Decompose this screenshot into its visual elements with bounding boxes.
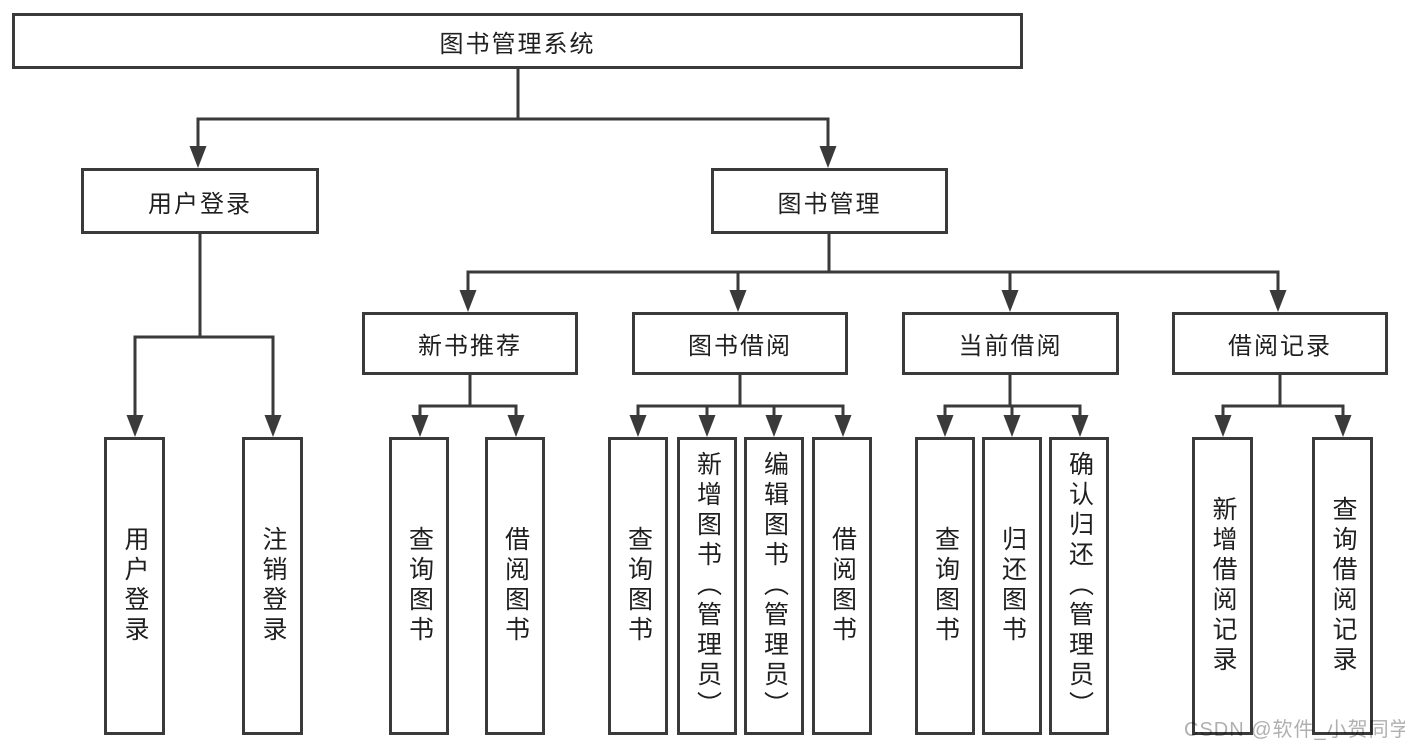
node-label: 查询图书 <box>405 526 434 646</box>
node-label: 新增图书（管理员） <box>693 451 722 721</box>
node-query-books-current: 查询图书 <box>915 437 975 735</box>
node-label: 新书推荐 <box>418 333 522 360</box>
node-label: 查询借阅记录 <box>1329 496 1357 676</box>
node-confirm-return-admin: 确认归还（管理员） <box>1049 437 1109 735</box>
node-label: 查询图书 <box>624 526 653 646</box>
node-library-management-system: 图书管理系统 <box>12 13 1023 69</box>
node-current-borrow: 当前借阅 <box>902 312 1119 375</box>
node-label: 借阅记录 <box>1228 333 1332 360</box>
node-label: 用户登录 <box>148 190 252 218</box>
node-user-login-leaf: 用户登录 <box>104 437 165 735</box>
node-label: 新增借阅记录 <box>1209 496 1237 676</box>
csdn-watermark: CSDN @软件_小贺同学 <box>1184 719 1405 741</box>
node-book-borrow: 图书借阅 <box>632 312 848 375</box>
node-label: 当前借阅 <box>958 333 1063 360</box>
node-query-books-recommend: 查询图书 <box>389 437 449 735</box>
node-label: 图书管理 <box>777 190 882 218</box>
node-return-books: 归还图书 <box>982 437 1042 735</box>
node-query-books-borrow: 查询图书 <box>608 437 668 735</box>
node-borrow-records: 借阅记录 <box>1172 312 1388 375</box>
node-logout: 注销登录 <box>242 437 303 735</box>
node-borrow-books-leaf: 借阅图书 <box>812 437 872 735</box>
node-label: 确认归还（管理员） <box>1065 451 1094 721</box>
node-label: 用户登录 <box>121 526 149 646</box>
node-query-borrow-record: 查询借阅记录 <box>1312 437 1373 735</box>
node-label: 编辑图书（管理员） <box>760 451 789 721</box>
node-label: 图书管理系统 <box>439 30 596 58</box>
node-book-management: 图书管理 <box>711 168 948 234</box>
node-add-borrow-record: 新增借阅记录 <box>1192 437 1253 735</box>
node-new-book-recommend: 新书推荐 <box>362 312 578 375</box>
node-label: 借阅图书 <box>501 526 530 646</box>
node-label: 归还图书 <box>998 526 1027 646</box>
node-label: 图书借阅 <box>688 333 792 360</box>
node-label: 注销登录 <box>259 526 287 646</box>
node-label: 借阅图书 <box>828 526 857 646</box>
node-borrow-books-recommend: 借阅图书 <box>485 437 545 735</box>
node-user-login: 用户登录 <box>81 168 319 234</box>
node-label: 查询图书 <box>931 526 960 646</box>
node-add-books-admin: 新增图书（管理员） <box>677 437 737 735</box>
node-edit-books-admin: 编辑图书（管理员） <box>744 437 804 735</box>
